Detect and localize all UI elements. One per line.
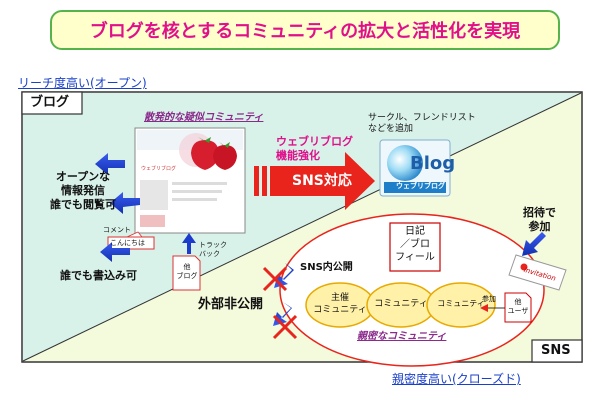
page-title: ブログを核とするコミュニティの拡大と活性化を実現 — [89, 21, 521, 42]
trackback-line: トラック — [199, 241, 227, 249]
blog-screenshot-line — [172, 182, 227, 185]
comment-bubble-box — [107, 236, 155, 250]
left-arrow-icon-top — [95, 153, 125, 175]
left-arrow-icon-mid — [110, 192, 140, 214]
blog-screenshot-line — [172, 198, 217, 201]
webriblog-enhance-text: ウェブリブログ 機能強化 — [276, 135, 353, 164]
other-blog-text: 他 ブログ — [176, 263, 198, 281]
host-community-text: 主催 コミュニティ — [308, 293, 372, 316]
blocked-arrow-icon-bottom — [272, 302, 298, 340]
open-info-line: 誰でも閲覧可 — [50, 197, 116, 211]
comment-bubble-text: こんにちは — [110, 239, 145, 247]
webriblog-enhance-line: ウェブリブログ — [276, 135, 353, 148]
join-label: 参加 — [482, 295, 496, 303]
blog-screenshot-thumb — [140, 180, 168, 210]
webriblog-enhance-line: 機能強化 — [276, 149, 320, 163]
blog-label-box — [21, 91, 83, 115]
host-community-line: 主催 — [330, 293, 349, 303]
open-info-line: 情報発信 — [61, 183, 105, 197]
reach-axis-label: リーチ度高い(オープン) — [18, 76, 147, 90]
intimacy-axis-label: 親密度高い(クローズド) — [392, 372, 521, 386]
host-community-line: コミュニティ — [313, 304, 367, 315]
not-public-text: 外部非公開 — [198, 297, 264, 312]
diary-line: フィール — [395, 252, 435, 263]
other-user-line: ユーザ — [507, 306, 529, 315]
blog-screenshot-line — [172, 190, 222, 193]
diary-text: 日記 ／ブロ フィール — [392, 225, 438, 264]
close-community-caption: 親密なコミュニティ — [357, 331, 447, 342]
invitation-join-text: 招待で 参加 — [523, 206, 556, 234]
community-2-text: コミュニティ — [374, 299, 428, 309]
comment-label: コメント — [103, 226, 131, 234]
invitation-arrow — [522, 232, 546, 256]
strawberry-image — [179, 133, 237, 170]
circle-friend-line: サークル、フレンドリスト — [368, 113, 476, 123]
sns-label-box — [531, 339, 583, 363]
title-banner: ブログを核とするコミュニティの拡大と活性化を実現 — [50, 10, 560, 50]
blog-screenshot-title: ウェブリブログ — [141, 166, 177, 172]
open-info-line: オープンな — [55, 170, 111, 183]
blocked-arrow-icon-top — [262, 263, 294, 292]
other-blog-line: 他 — [183, 263, 191, 271]
blog-logo-text: Blog — [410, 153, 456, 174]
other-blog-line: ブログ — [176, 271, 198, 280]
diary-document — [389, 222, 441, 272]
invitation-join-line: 招待で — [523, 206, 556, 219]
open-info-text: オープンな 情報発信 誰でも閲覧可 — [50, 170, 116, 211]
invitation-join-line: 参加 — [528, 219, 551, 233]
anyone-can-write-text: 誰でも書込み可 — [60, 269, 137, 282]
other-user-text: 他 ユーザ — [507, 298, 529, 316]
community-3-text: コミュニティ — [437, 299, 485, 308]
trackback-label: トラック バック — [199, 241, 227, 259]
diary-line: 日記 — [405, 226, 425, 237]
other-blog-document — [172, 255, 201, 291]
other-user-document — [504, 292, 532, 323]
diagonal-divider — [22, 92, 582, 362]
sns-area-label: SNS — [541, 343, 571, 358]
blog-logo-sub: ウェブリブログ — [396, 182, 445, 190]
join-arrow-head — [480, 304, 488, 312]
sns-support-label: SNS対応 — [292, 173, 352, 189]
scattered-community-caption: 散発的な疑似コミュニティ — [144, 112, 264, 123]
community-ellipse-3 — [426, 282, 496, 328]
blog-area-label: ブログ — [30, 95, 70, 110]
invitation-card — [508, 254, 567, 291]
sns-internal-text: SNS内公開 — [300, 262, 353, 273]
sns-transition-arrow — [254, 152, 375, 210]
circle-friend-text: サークル、フレンドリスト などを追加 — [368, 113, 476, 136]
trackback-arrow — [182, 233, 196, 254]
other-user-line: 他 — [514, 298, 522, 306]
circle-friend-line: などを追加 — [368, 124, 414, 135]
left-arrow-icon-bottom — [100, 242, 130, 262]
diary-line: ／ブロ — [400, 239, 430, 250]
blog-screenshot-badge — [140, 215, 165, 227]
trackback-line: バック — [199, 249, 220, 258]
blog-logo — [379, 139, 451, 197]
